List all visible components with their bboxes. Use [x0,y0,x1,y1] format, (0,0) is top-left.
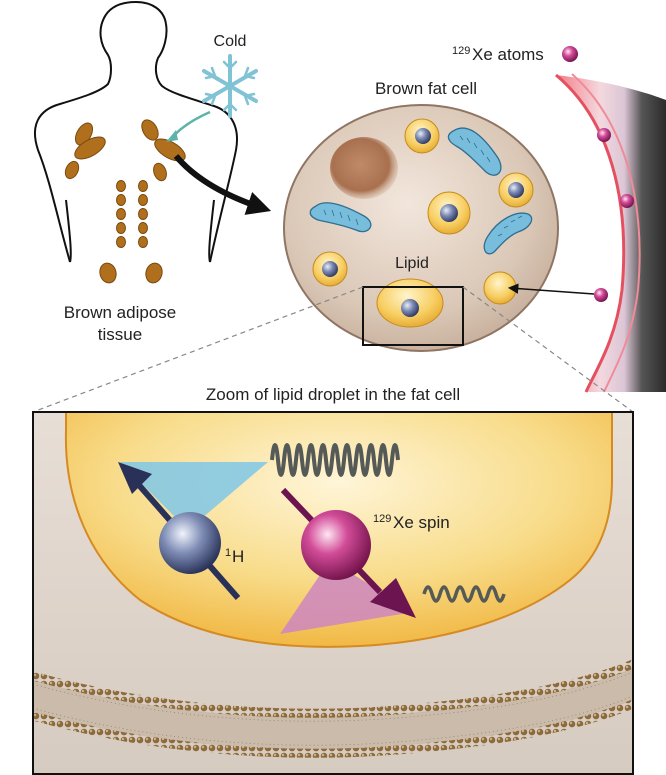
xe-atoms-label: Xe atoms [472,45,544,64]
xenon-polarization-cone [280,560,414,634]
mitochondria [309,127,533,255]
proton-spin-arrowhead [118,462,152,494]
proton-sphere [159,512,221,574]
zoom-panel-frame [32,411,634,775]
xenon-sphere [301,510,371,580]
zoom-selection-box [362,286,464,346]
human-silhouette [34,0,238,263]
snowflake-icon [202,54,258,118]
xe-atoms-label-superscript: 129 [452,45,470,57]
zoom-title: Zoom of lipid droplet in the fat cell [206,385,460,404]
xenon-diffusion-arrow [507,283,595,295]
xenon-rf-wave [422,585,506,603]
xenon-spin-arrowhead [370,578,416,618]
lipid-label: Lipid [395,255,429,272]
xe-spin-label: Xe spin [393,513,450,532]
brown-adipose-label-line2: tissue [98,325,142,344]
xenon-atom-legend-icon [562,46,578,62]
brown-adipose-label-line1: Brown adipose [64,303,176,322]
brown-adipose-deposits [64,119,186,284]
proton-polarization-cone [120,462,268,530]
cold-label: Cold [214,33,247,50]
proton-label-superscript: 1 [225,547,231,559]
cell-membrane-bilayer [33,659,633,758]
brown-fat-cell [283,104,559,352]
blood-vessel [555,73,666,393]
brown-fat-cell-label: Brown fat cell [375,79,477,98]
zoom-panel: 1 H 129 Xe spin [33,412,633,774]
proton-label: H [232,547,244,566]
proton-rf-wave [270,443,400,477]
lipid-droplets [312,118,534,328]
zoom-guide-lines [32,286,634,413]
xenon-atoms-in-vessel [594,128,634,302]
xe-spin-label-superscript: 129 [373,513,391,525]
cold-arrow-head [166,130,178,142]
tissue-to-cell-arrow [173,154,272,215]
